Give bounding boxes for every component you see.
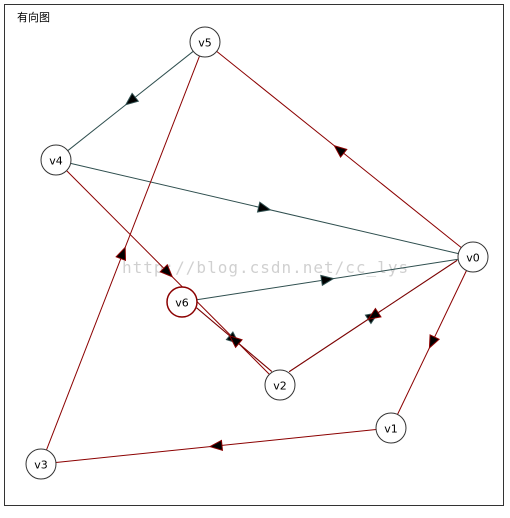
diagram-title: 有向图 bbox=[17, 11, 50, 24]
node-v0[interactable]: v0 bbox=[457, 241, 489, 273]
arrow-v0-v1 bbox=[428, 334, 440, 350]
node-v1[interactable]: v1 bbox=[375, 412, 407, 444]
diagram-frame bbox=[4, 4, 504, 506]
node-v5[interactable]: v5 bbox=[189, 26, 221, 58]
arrow-v2-v6 bbox=[228, 334, 243, 349]
node-label: v6 bbox=[175, 297, 189, 310]
watermark: http://blog.csdn.net/cc_lys bbox=[122, 258, 410, 277]
node-label: v5 bbox=[198, 37, 212, 50]
node-circle bbox=[264, 369, 296, 401]
node-circle bbox=[25, 448, 57, 480]
arrow-v3-v5 bbox=[115, 246, 127, 262]
node-circle bbox=[189, 26, 221, 58]
node-v2[interactable]: v2 bbox=[264, 369, 296, 401]
arrow-v4-v0 bbox=[256, 201, 272, 213]
node-v6[interactable]: v6 bbox=[166, 286, 198, 318]
node-circle bbox=[457, 241, 489, 273]
edges-layer bbox=[45, 50, 467, 463]
node-label: v3 bbox=[34, 459, 48, 472]
arrow-v4-v2 bbox=[159, 263, 174, 278]
arrow-v6-v0 bbox=[320, 274, 335, 287]
arrow-v5-v4 bbox=[124, 92, 140, 106]
node-label: v1 bbox=[384, 423, 398, 436]
node-label: v4 bbox=[49, 155, 63, 168]
node-label: v2 bbox=[273, 380, 287, 393]
node-circle bbox=[40, 144, 72, 176]
arrows-layer bbox=[115, 92, 440, 452]
nodes-layer: v0 v1 v2 v3 v4 v5 v6 bbox=[25, 26, 489, 480]
node-v3[interactable]: v3 bbox=[25, 448, 57, 480]
node-label: v0 bbox=[466, 252, 480, 265]
node-circle bbox=[375, 412, 407, 444]
arrow-v1-v3 bbox=[208, 439, 224, 452]
node-v4[interactable]: v4 bbox=[40, 144, 72, 176]
node-circle bbox=[166, 286, 198, 318]
arrow-v0-v2 bbox=[367, 307, 382, 321]
arrow-v0-v5 bbox=[333, 144, 348, 159]
